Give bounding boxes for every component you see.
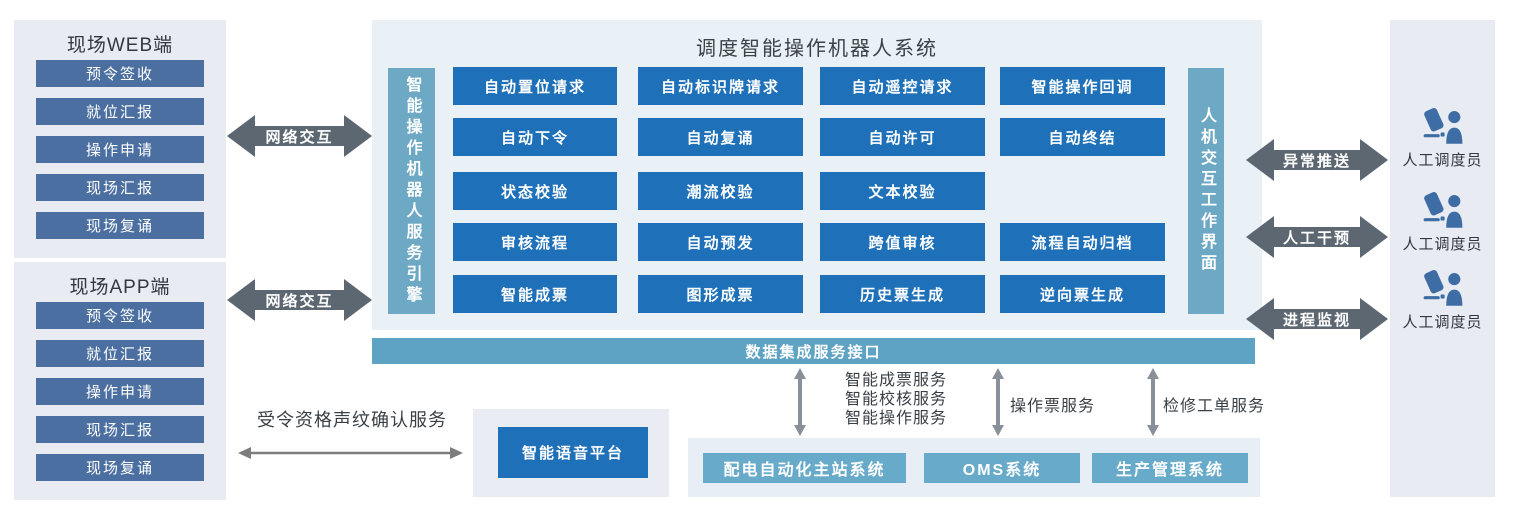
web-item-box: 现场复诵 [36, 212, 204, 239]
maintenance-order-service-label: 检修工单服务 [1163, 398, 1266, 415]
dispatcher-label: 人工调度员 [1402, 152, 1483, 169]
operator-at-desk-icon [1423, 108, 1462, 144]
external-system-box: 生产管理系统 [1092, 453, 1248, 483]
double-arrow-icon [1246, 139, 1388, 181]
operation-ticket-service-label: 操作票服务 [1010, 398, 1096, 415]
smart-service-line: 智能校核服务 [845, 391, 948, 408]
hmi-bar: 人机交互工作界面 [1188, 68, 1224, 314]
app-item-box: 操作申请 [36, 378, 204, 405]
exception-push-label: 异常推送 [1282, 152, 1351, 170]
function-box: 状态校验 [453, 172, 617, 210]
function-box: 自动许可 [820, 118, 985, 156]
main-system-title: 调度智能操作机器人系统 [696, 38, 938, 60]
function-box: 自动下令 [453, 118, 617, 156]
engine-bar: 智能操作机器人服务引擎 [388, 68, 435, 314]
function-box: 流程自动归档 [1000, 223, 1165, 261]
double-arrow-icon [227, 279, 372, 321]
network-arrow-app: 网络交互 [227, 277, 372, 323]
external-system-box: OMS系统 [924, 453, 1080, 483]
dispatcher-item: 人工调度员 [1390, 192, 1495, 254]
function-box: 自动遥控请求 [820, 67, 985, 105]
app-item-box: 现场复诵 [36, 454, 204, 481]
function-box: 智能成票 [453, 275, 617, 313]
data-integration-bar: 数据集成服务接口 [372, 338, 1255, 364]
function-box: 自动复诵 [638, 118, 803, 156]
external-system-box: 配电自动化主站系统 [703, 453, 906, 483]
smart-services-label-group: 智能成票服务 智能校核服务 智能操作服务 [845, 371, 947, 428]
function-box: 自动终结 [1000, 118, 1165, 156]
vertical-double-arrow-icon [794, 368, 806, 436]
network-arrow-web-label: 网络交互 [265, 128, 334, 146]
voiceprint-arrow [238, 446, 463, 465]
function-box: 文本校验 [820, 172, 985, 210]
function-box: 审核流程 [453, 223, 617, 261]
function-box: 潮流校验 [638, 172, 803, 210]
function-box: 自动预发 [638, 223, 803, 261]
exception-push-arrow: 异常推送 [1246, 137, 1388, 183]
process-monitor-label: 进程监视 [1282, 311, 1351, 329]
operator-at-desk-icon [1423, 270, 1462, 306]
operator-at-desk-icon [1423, 192, 1462, 228]
function-box: 自动标识牌请求 [638, 67, 803, 105]
voiceprint-service-label: 受令资格声纹确认服务 [257, 410, 447, 430]
function-box: 图形成票 [638, 275, 803, 313]
app-panel-title: 现场APP端 [69, 277, 171, 298]
network-arrow-app-label: 网络交互 [265, 292, 334, 310]
vertical-double-arrow-icon [1147, 368, 1159, 436]
voice-platform-box: 智能语音平台 [498, 427, 648, 478]
web-item-box: 预令签收 [36, 60, 204, 87]
app-item-box: 预令签收 [36, 302, 204, 329]
operation-ticket-arrow [990, 368, 1006, 441]
function-box: 历史票生成 [820, 275, 985, 313]
dispatcher-panel: 人工调度员 人工调度员 [1390, 20, 1495, 497]
dispatcher-label: 人工调度员 [1402, 236, 1483, 253]
network-arrow-web: 网络交互 [227, 113, 372, 159]
web-panel: 现场WEB端 预令签收 就位汇报 操作申请 现场汇报 现场复诵 [14, 20, 226, 258]
web-item-box: 现场汇报 [36, 174, 204, 201]
function-box: 逆向票生成 [1000, 275, 1165, 313]
double-arrow-icon [227, 115, 372, 157]
function-box: 智能操作回调 [1000, 67, 1165, 105]
function-box: 跨值审核 [820, 223, 985, 261]
double-arrow-icon [1246, 298, 1388, 340]
manual-intervention-label: 人工干预 [1282, 229, 1351, 247]
maintenance-order-arrow [1145, 368, 1161, 441]
app-panel: 现场APP端 预令签收 就位汇报 操作申请 现场汇报 现场复诵 [14, 262, 226, 500]
web-item-box: 就位汇报 [36, 98, 204, 125]
dispatcher-item: 人工调度员 [1390, 270, 1495, 332]
external-systems-panel: 配电自动化主站系统 OMS系统 生产管理系统 [688, 438, 1260, 497]
manual-intervention-arrow: 人工干预 [1246, 214, 1388, 260]
thin-double-arrow-icon [238, 447, 463, 459]
dispatcher-label: 人工调度员 [1402, 314, 1483, 331]
smart-service-line: 智能操作服务 [845, 410, 948, 427]
app-item-box: 就位汇报 [36, 340, 204, 367]
web-panel-title: 现场WEB端 [66, 35, 174, 56]
smart-service-line: 智能成票服务 [845, 372, 948, 389]
voice-platform-panel: 智能语音平台 [473, 409, 669, 497]
app-item-box: 现场汇报 [36, 416, 204, 443]
process-monitor-arrow: 进程监视 [1246, 296, 1388, 342]
function-box: 自动置位请求 [453, 67, 617, 105]
web-item-box: 操作申请 [36, 136, 204, 163]
main-system-panel: 调度智能操作机器人系统 智能操作机器人服务引擎 人机交互工作界面 自动置位请求 … [372, 20, 1262, 330]
ticket-service-arrow [792, 368, 808, 441]
vertical-double-arrow-icon [992, 368, 1004, 436]
double-arrow-icon [1246, 216, 1388, 258]
dispatcher-item: 人工调度员 [1390, 108, 1495, 170]
